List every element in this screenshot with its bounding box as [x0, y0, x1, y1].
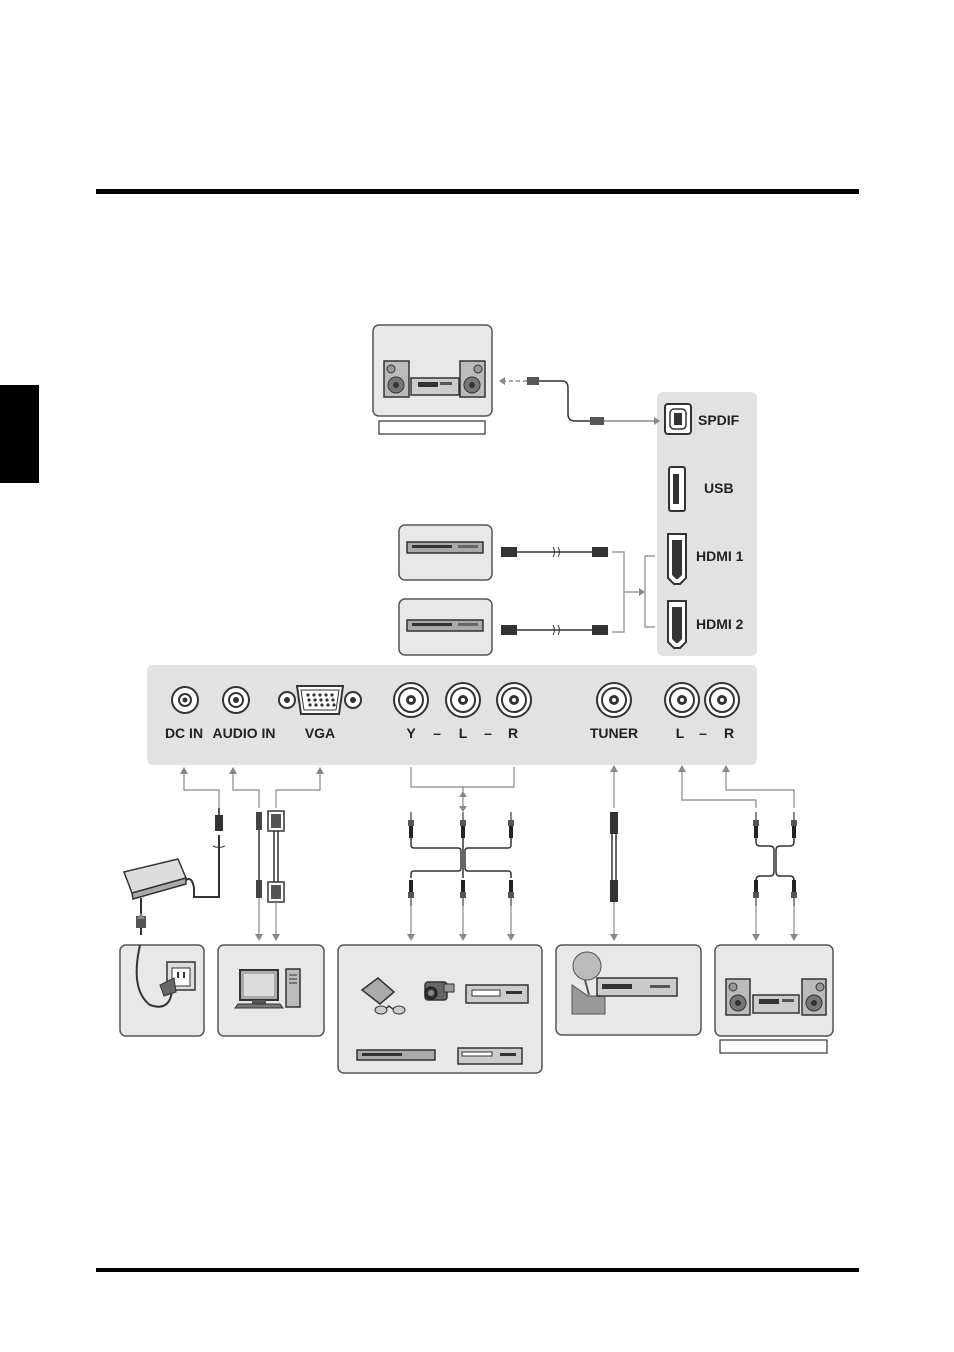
audio-r-in-jack[interactable] [496, 682, 532, 718]
audio-in-label: AUDIO IN [213, 725, 276, 741]
wall-outlet-box [119, 944, 205, 1037]
video-y-jack[interactable] [393, 682, 429, 718]
hdmi-device-1 [398, 524, 493, 581]
computer-box [217, 944, 325, 1037]
bottom-connection-lines [180, 765, 795, 812]
hdmi2-label: HDMI 2 [696, 616, 744, 632]
antenna-box [555, 944, 702, 1036]
audio-l-in-jack[interactable] [445, 682, 481, 718]
audio-out-cable [752, 812, 798, 941]
dash-label: – [699, 725, 707, 741]
audio-in-jack[interactable] [222, 686, 250, 714]
dash-label: – [484, 725, 492, 741]
y-label: Y [406, 725, 416, 741]
stereo-label-box-bottom [719, 1039, 828, 1054]
tuner-jack[interactable] [596, 682, 632, 718]
stereo-system-bottom [714, 944, 834, 1037]
audio-r-out-jack[interactable] [704, 682, 740, 718]
tuner-label: TUNER [590, 725, 638, 741]
hdmi-bracket [612, 551, 655, 633]
audio-out-l-label: L [676, 725, 685, 741]
side-tab [0, 385, 39, 483]
tuner-cable [610, 812, 618, 941]
hdmi-cable-2 [501, 624, 608, 636]
stereo-system-top [372, 324, 493, 417]
hdmi-cable-1 [501, 546, 608, 558]
side-panel: SPDIF USB HDMI 1 HDMI 2 [657, 392, 757, 656]
top-rule [96, 189, 859, 194]
dc-in-label: DC IN [165, 725, 203, 741]
audio-l-out-jack[interactable] [664, 682, 700, 718]
dc-in-jack[interactable] [171, 686, 199, 714]
av-sources-box [337, 944, 543, 1074]
hdmi1-label: HDMI 1 [696, 548, 744, 564]
spdif-port[interactable] [664, 403, 692, 435]
hdmi-device-2 [398, 598, 493, 656]
pc-cables [255, 810, 285, 941]
bottom-rule [96, 1268, 859, 1272]
spdif-label: SPDIF [698, 412, 740, 428]
vga-port[interactable] [278, 685, 362, 715]
power-adapter [122, 808, 226, 935]
audio-out-r-label: R [724, 725, 734, 741]
hdmi1-port[interactable] [667, 533, 687, 585]
usb-label: USB [704, 480, 734, 496]
bottom-panel: DC IN AUDIO IN VGA Y – L – R TUNER L – R [147, 665, 757, 765]
vga-label: VGA [305, 725, 335, 741]
usb-port[interactable] [668, 466, 686, 512]
r-label: R [508, 725, 518, 741]
hdmi2-port[interactable] [667, 600, 687, 649]
l-label: L [459, 725, 468, 741]
dash-label: – [433, 725, 441, 741]
av-cable [407, 812, 515, 941]
stereo-label-box-top [378, 420, 486, 435]
optical-cable [499, 377, 660, 425]
